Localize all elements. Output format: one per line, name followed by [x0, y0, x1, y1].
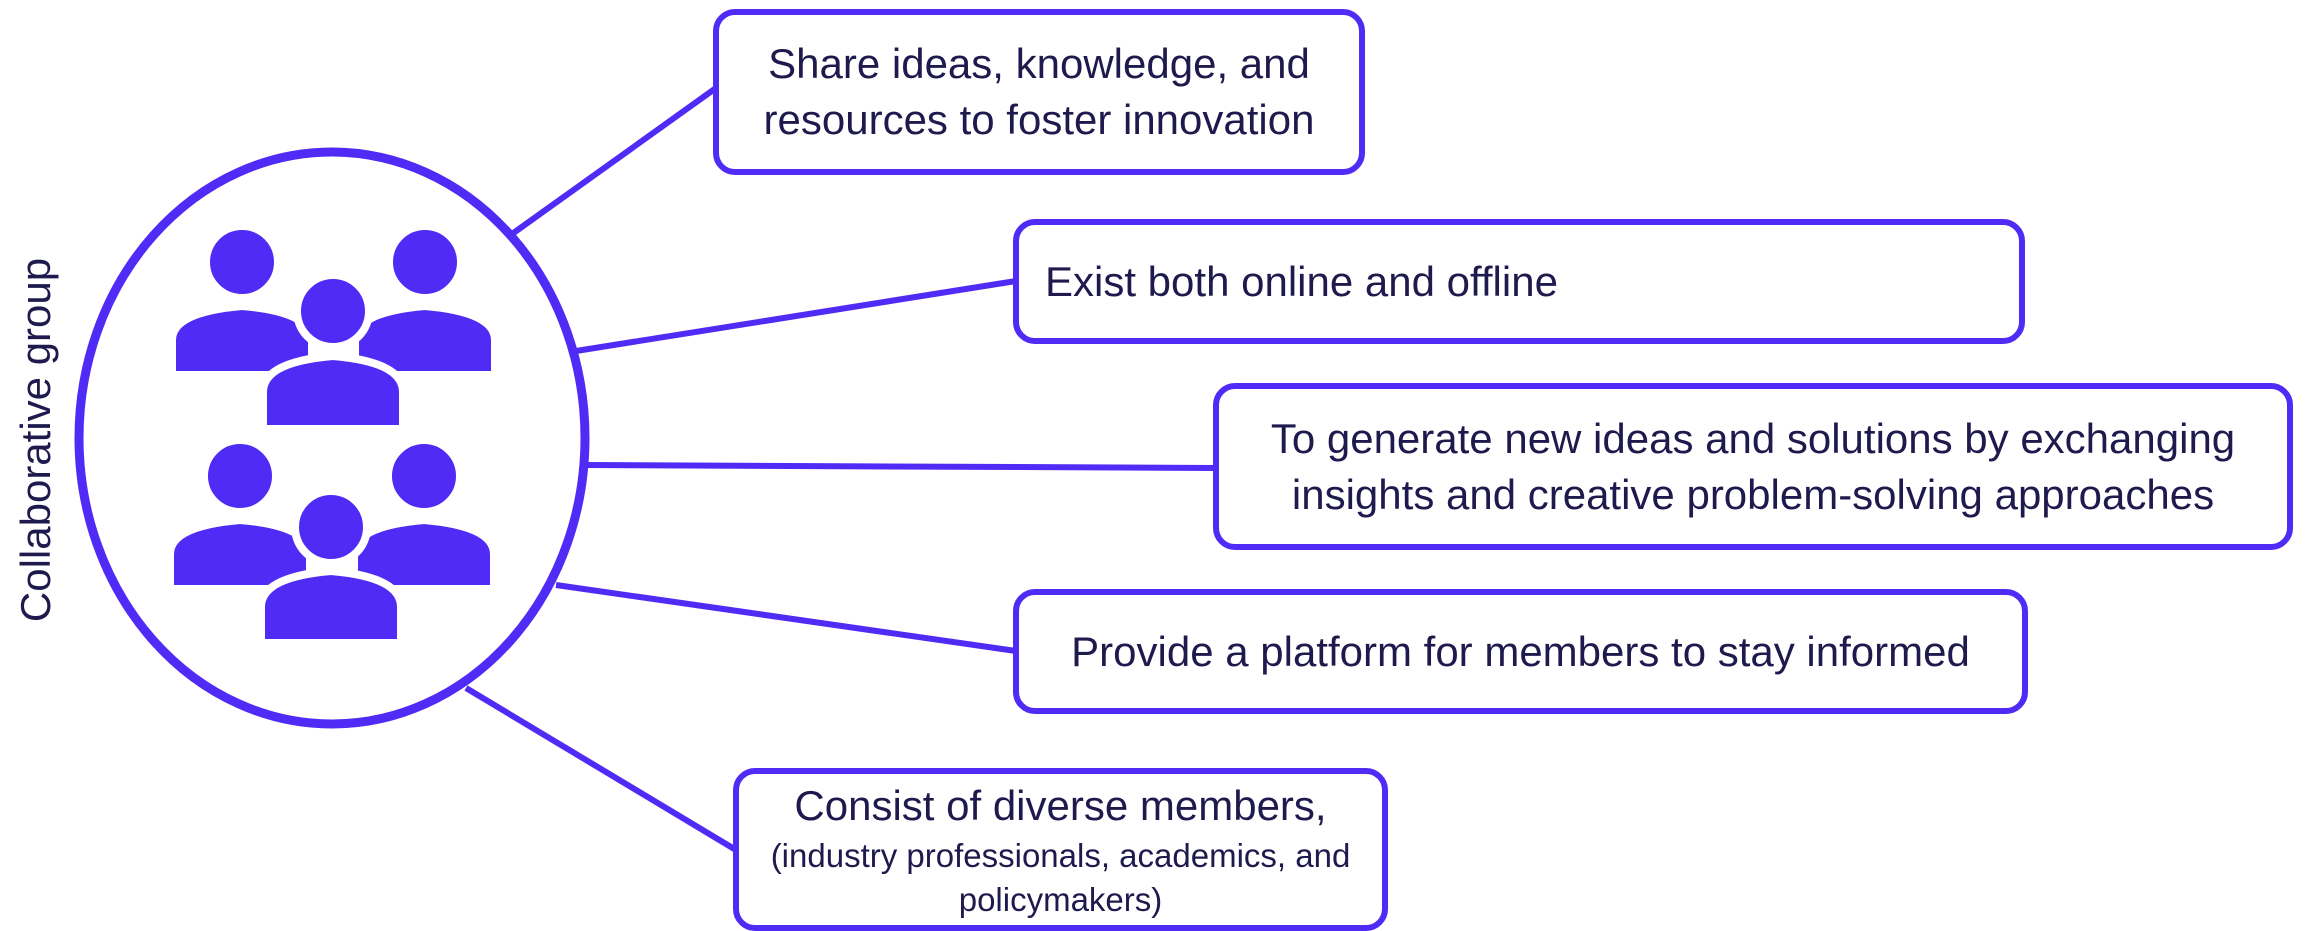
side-label: Collaborative group: [12, 257, 59, 623]
box-generate-ideas-text: To generate new ideas and solutions by e…: [1270, 414, 2236, 518]
box-diverse-members: Consist of diverse members, (industry pr…: [733, 768, 1388, 931]
connector-line-3: [585, 462, 1217, 471]
group-of-people-icon: [166, 222, 499, 647]
connector-line-4: [555, 582, 1017, 654]
connector-line-5: [464, 685, 738, 853]
box-share-ideas-text: Share ideas, knowledge, and resources to…: [763, 40, 1315, 143]
box-diverse-members-subtext: (industry professionals, academics, and …: [770, 836, 1351, 918]
box-generate-ideas: To generate new ideas and solutions by e…: [1213, 383, 2293, 550]
box-platform: Provide a platform for members to stay i…: [1013, 589, 2028, 714]
box-share-ideas: Share ideas, knowledge, and resources to…: [713, 9, 1365, 175]
box-diverse-members-text: Consist of diverse members,: [794, 781, 1327, 829]
box-platform-text: Provide a platform for members to stay i…: [1071, 627, 1970, 675]
connector-line-2: [575, 278, 1017, 354]
connector-line-1: [510, 85, 718, 237]
box-online-offline-text: Exist both online and offline: [1045, 257, 1558, 305]
box-online-offline: Exist both online and offline: [1013, 219, 2025, 344]
